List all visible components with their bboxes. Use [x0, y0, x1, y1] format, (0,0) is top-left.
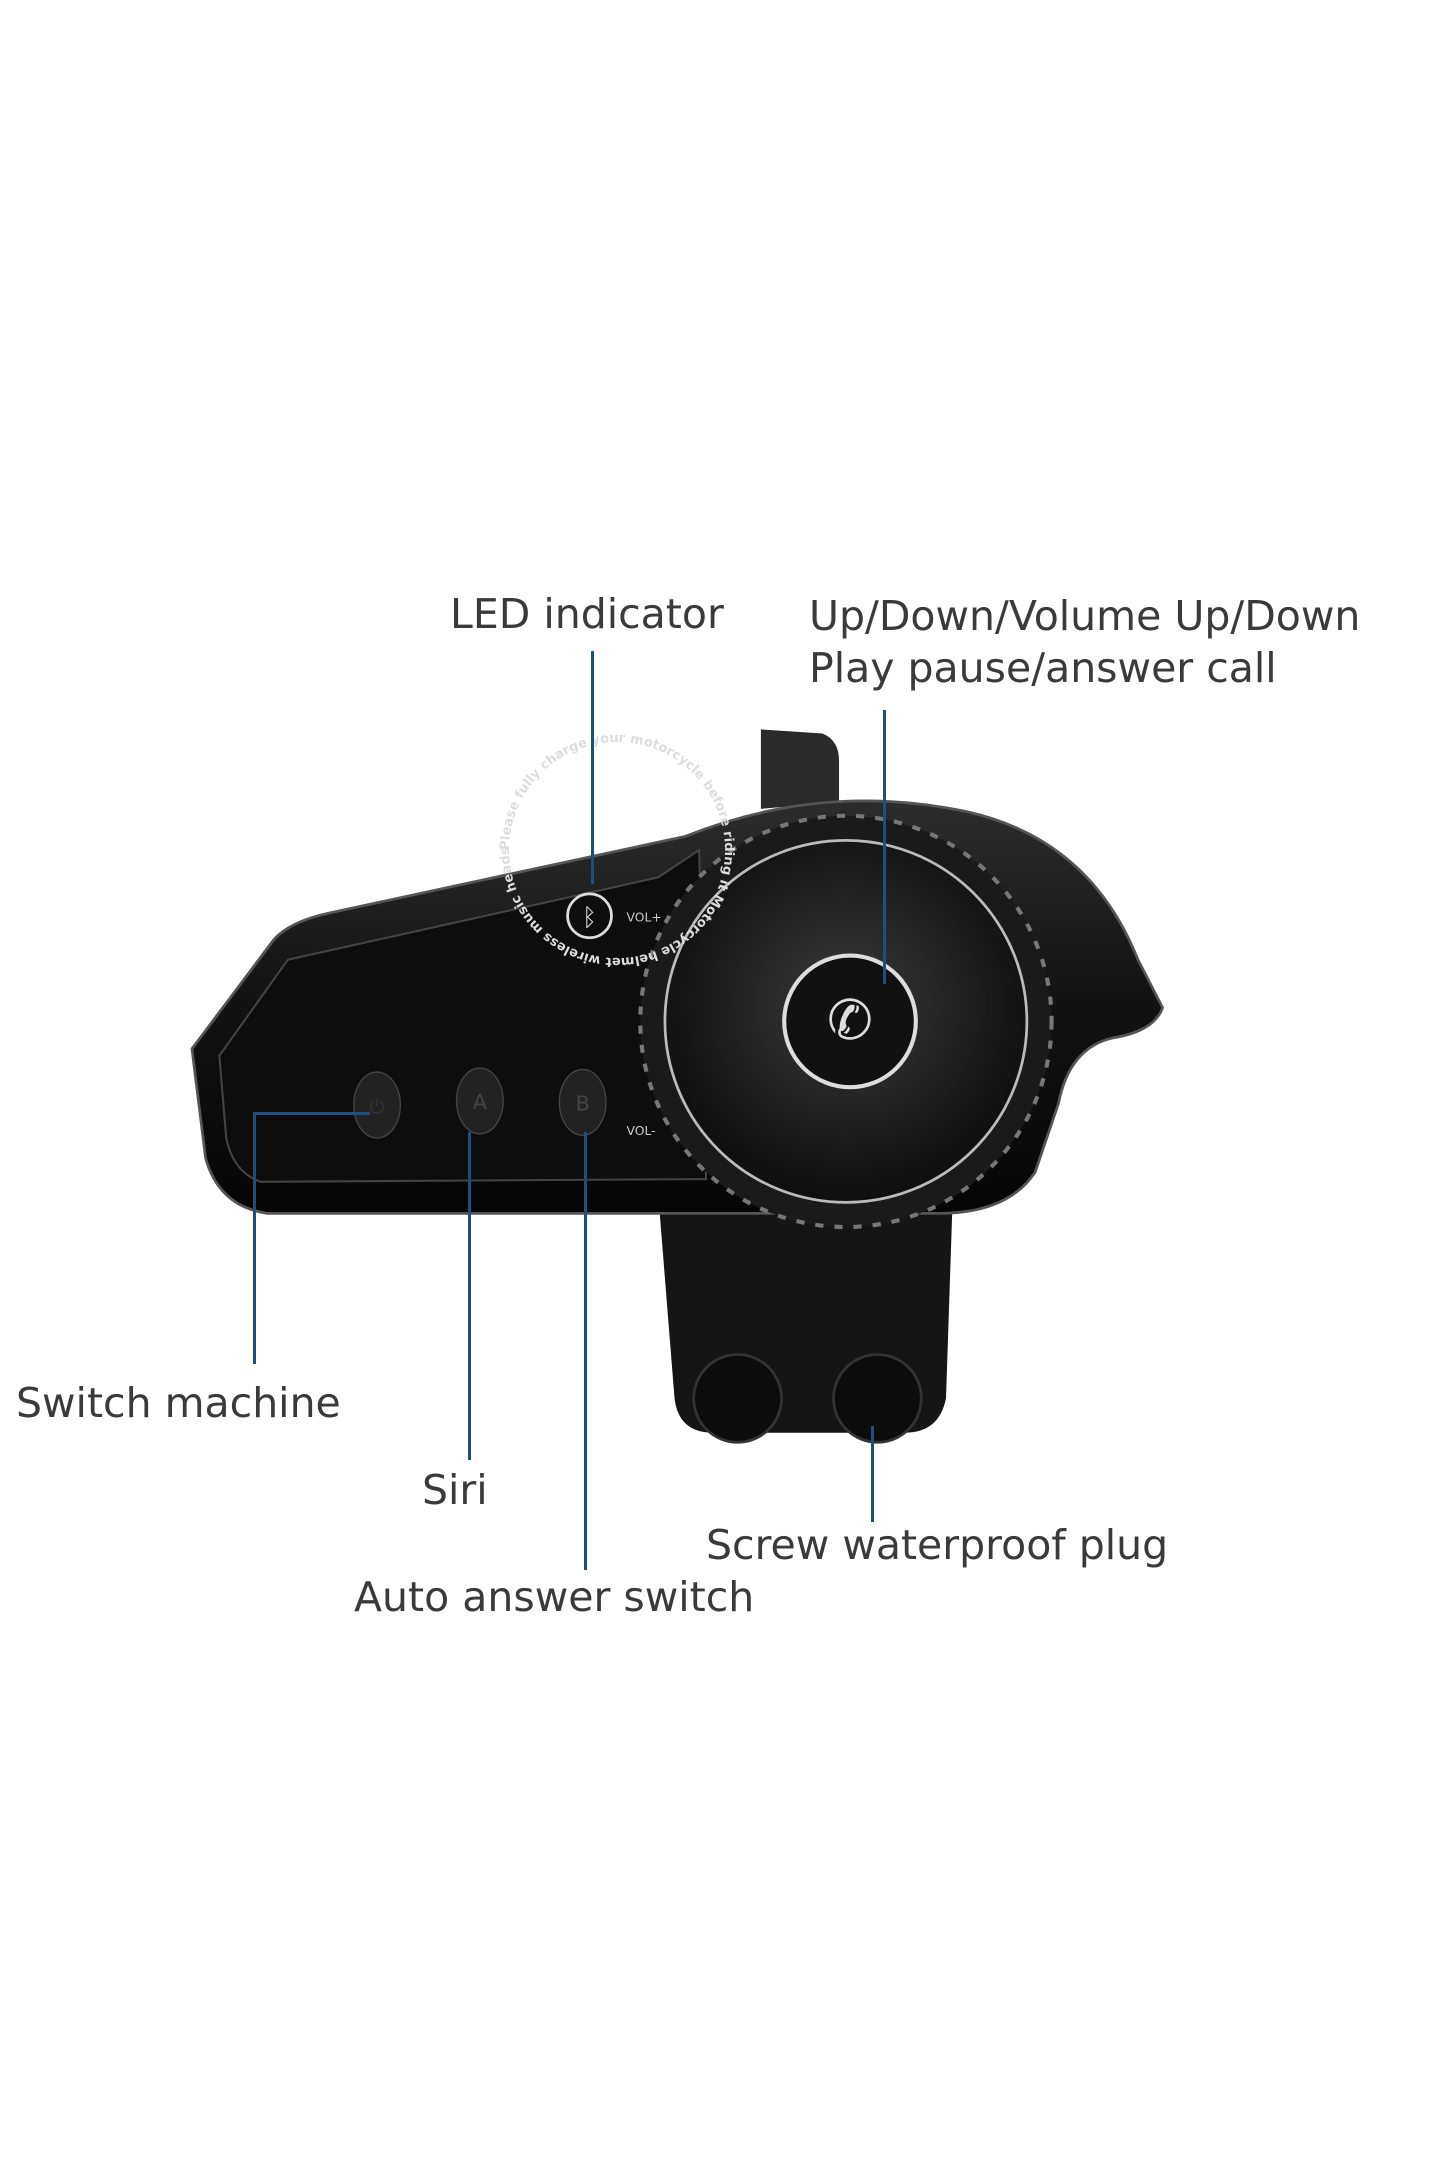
plug-left — [692, 1353, 783, 1444]
phone-icon: ✆ — [827, 988, 873, 1052]
svg-text:⏻: ⏻ — [369, 1095, 384, 1118]
power-button — [353, 1071, 402, 1139]
leader-line-switch — [253, 1113, 256, 1364]
vol-minus-label: VOL- — [627, 1124, 656, 1138]
button-a-label: A — [473, 1090, 487, 1114]
bluetooth-icon: ᛒ — [582, 902, 597, 931]
label-auto-answer: Auto answer switch — [354, 1573, 755, 1621]
plug-right — [832, 1353, 923, 1444]
label-dial-line2: Play pause/answer call — [809, 644, 1277, 692]
siri-button — [455, 1067, 504, 1135]
label-dial-line1: Up/Down/Volume Up/Down — [809, 592, 1361, 640]
leader-line-led — [591, 651, 594, 884]
label-switch-machine: Switch machine — [16, 1379, 341, 1427]
leader-line-siri — [468, 1132, 471, 1460]
vol-plus-label: VOL+ — [627, 910, 662, 924]
label-waterproof-plug: Screw waterproof plug — [706, 1521, 1169, 1569]
bluetooth-led — [566, 892, 613, 940]
dial-ring-text: Please fully charge your motorcycle befo… — [0, 0, 736, 969]
auto-answer-button — [558, 1068, 607, 1136]
label-siri: Siri — [422, 1466, 488, 1514]
leader-line-switch-h — [253, 1112, 370, 1115]
call-button — [782, 953, 918, 1090]
top-bracket — [760, 729, 840, 809]
leader-line-dial — [883, 710, 886, 984]
label-led-indicator: LED indicator — [450, 590, 724, 638]
leader-line-plug — [871, 1426, 874, 1522]
leader-line-auto-answer — [584, 1132, 587, 1570]
button-b-label: B — [576, 1092, 590, 1116]
